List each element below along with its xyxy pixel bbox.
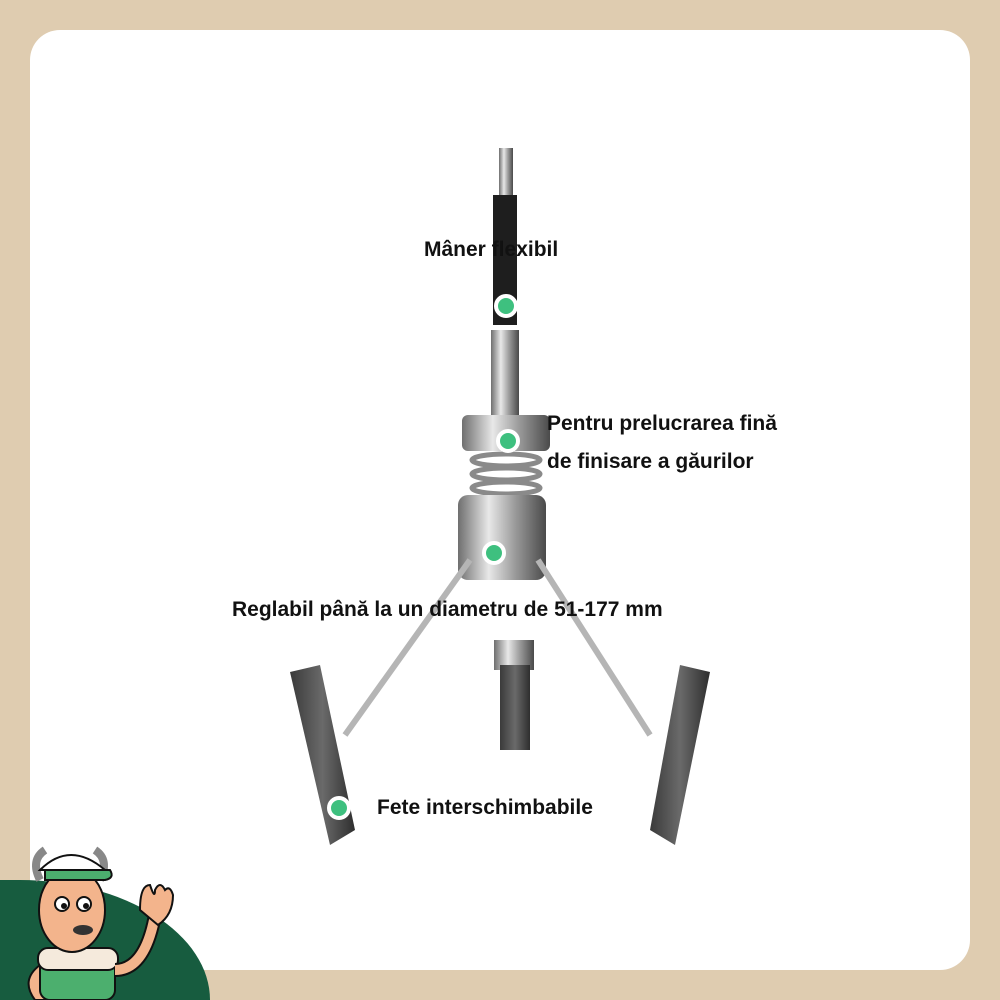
hotspot-dot-finish: [496, 429, 520, 453]
hotspot-dot-adjustable: [482, 541, 506, 565]
goat-mascot-image: [27, 846, 175, 1000]
label-finish-line2: de finisare a găurilor: [547, 450, 754, 473]
label-adjustable: Reglabil până la un diametru de 51-177 m…: [232, 598, 663, 621]
hotspot-dot-handle: [494, 294, 518, 318]
label-finish-line1: Pentru prelucrarea fină: [547, 412, 777, 435]
hotspot-dot-faces: [327, 796, 351, 820]
label-handle: Mâner flexibil: [424, 238, 559, 261]
label-faces: Fete interschimbabile: [377, 796, 593, 819]
